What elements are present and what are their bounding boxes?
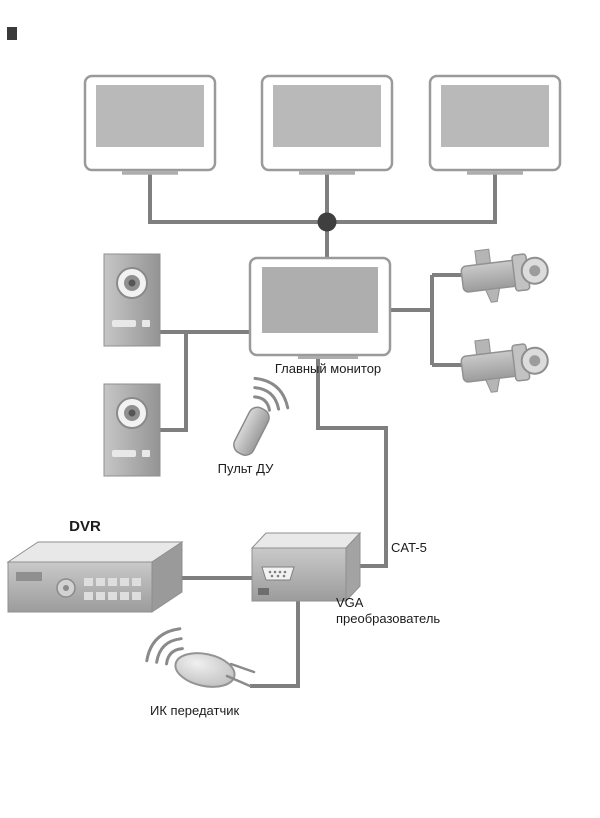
remote-control-label: Пульт ДУ	[217, 461, 274, 476]
vga-converter-label-line1: VGA	[336, 595, 364, 610]
cat5-label: CAT-5	[391, 540, 427, 555]
vga-converter-label-line2: преобразователь	[336, 611, 441, 626]
camera-lines	[390, 273, 464, 367]
main-monitor	[248, 256, 392, 359]
slave-monitor-1	[83, 74, 217, 175]
ir-line	[250, 601, 300, 688]
remote-body	[233, 406, 270, 456]
vga-converter	[250, 531, 362, 603]
slave-monitor-2	[260, 74, 394, 175]
stray-mark	[7, 27, 17, 40]
cat5-line	[316, 355, 388, 568]
connection-lines	[148, 174, 497, 688]
dvr-disc-slot	[16, 572, 42, 581]
slave-monitor-3	[428, 74, 562, 175]
dvr-unit	[6, 541, 184, 613]
remote-wireless-waves-icon	[253, 376, 290, 412]
dvr-label: DVR	[69, 518, 101, 535]
vga-converter-label: VGA преобразователь	[336, 595, 440, 627]
ir-transmitter-leads	[225, 662, 256, 688]
cctv-camera-1	[460, 248, 549, 303]
door-station-1	[103, 253, 161, 347]
junction-node	[317, 212, 337, 232]
main-monitor-label: Главный монитор	[274, 361, 382, 376]
cctv-camera-2	[460, 338, 549, 393]
vga-port-icon	[261, 566, 295, 581]
ir-waves-icon	[145, 627, 184, 666]
door-station-2	[103, 383, 161, 477]
ir-transmitter-body	[174, 652, 236, 688]
ir-transmitter	[145, 627, 256, 688]
door2-line	[160, 332, 188, 432]
ir-transmitter-label: ИК передатчик	[150, 703, 240, 718]
dvr-buttons	[84, 578, 141, 600]
remote-control	[233, 376, 290, 456]
